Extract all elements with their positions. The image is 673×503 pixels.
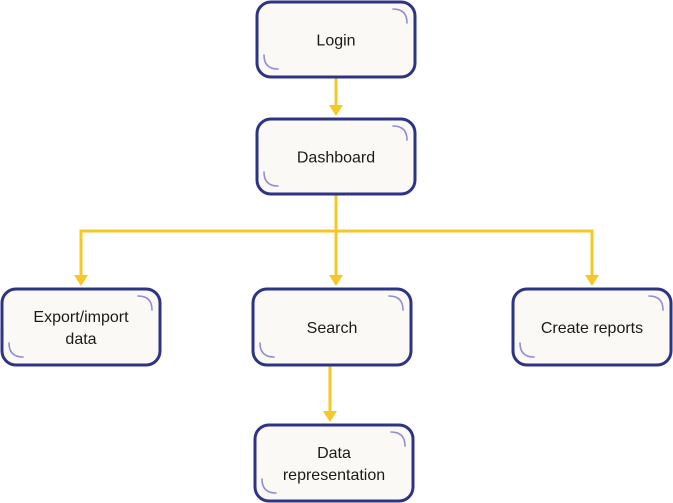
corner-accent-icon [137,295,153,311]
node-export-import: Export/import data [0,287,162,367]
node-label: Create reports [541,320,643,337]
corner-accent-icon [392,125,408,141]
node-label: Login [316,33,355,50]
node-data-representation: Data representation [253,423,415,503]
arrowhead-icon [323,411,337,422]
corner-accent-icon [263,54,279,70]
corner-accent-icon [259,342,275,358]
connector-line [336,229,594,277]
node-label-line: Create reports [541,320,643,337]
node-create-reports: Create reports [511,287,673,367]
arrowhead-icon [585,275,599,286]
node-box [253,423,415,503]
node-box [511,287,673,367]
arrow-dashboard-to-export-import [74,194,338,286]
node-dashboard: Dashboard [255,117,417,196]
connector-line [79,194,338,277]
node-label-line: Data [317,445,351,462]
node-box [255,117,417,196]
node-label-line: Search [307,320,358,337]
corner-accent-icon [261,478,277,494]
node-box [251,287,413,367]
node-label-line: representation [283,467,385,484]
corner-accent-icon [263,171,279,187]
arrow-dashboard-to-create-reports [336,229,599,286]
corner-accent-icon [648,295,664,311]
node-box [255,0,417,79]
corner-accent-icon [392,8,408,24]
node-label: Data representation [283,445,385,484]
node-label-line: Login [316,33,355,50]
arrowhead-icon [329,105,343,116]
node-search: Search [251,287,413,367]
node-box [0,287,162,367]
connectors-layer [74,77,599,422]
node-label-line: Export/import [33,309,129,326]
node-label: Dashboard [297,150,375,167]
node-label-line: data [65,331,96,348]
arrow-search-to-data-representation [323,365,337,422]
arrow-dashboard-to-search [329,194,343,286]
arrowhead-icon [329,275,343,286]
arrow-login-to-dashboard [329,77,343,116]
corner-accent-icon [8,342,24,358]
node-login: Login [255,0,417,79]
corner-accent-icon [519,342,535,358]
node-label-line: Dashboard [297,150,375,167]
corner-accent-icon [388,295,404,311]
corner-accent-icon [390,431,406,447]
node-label: Export/import data [33,309,129,348]
arrowhead-icon [74,275,88,286]
node-label: Search [307,320,358,337]
